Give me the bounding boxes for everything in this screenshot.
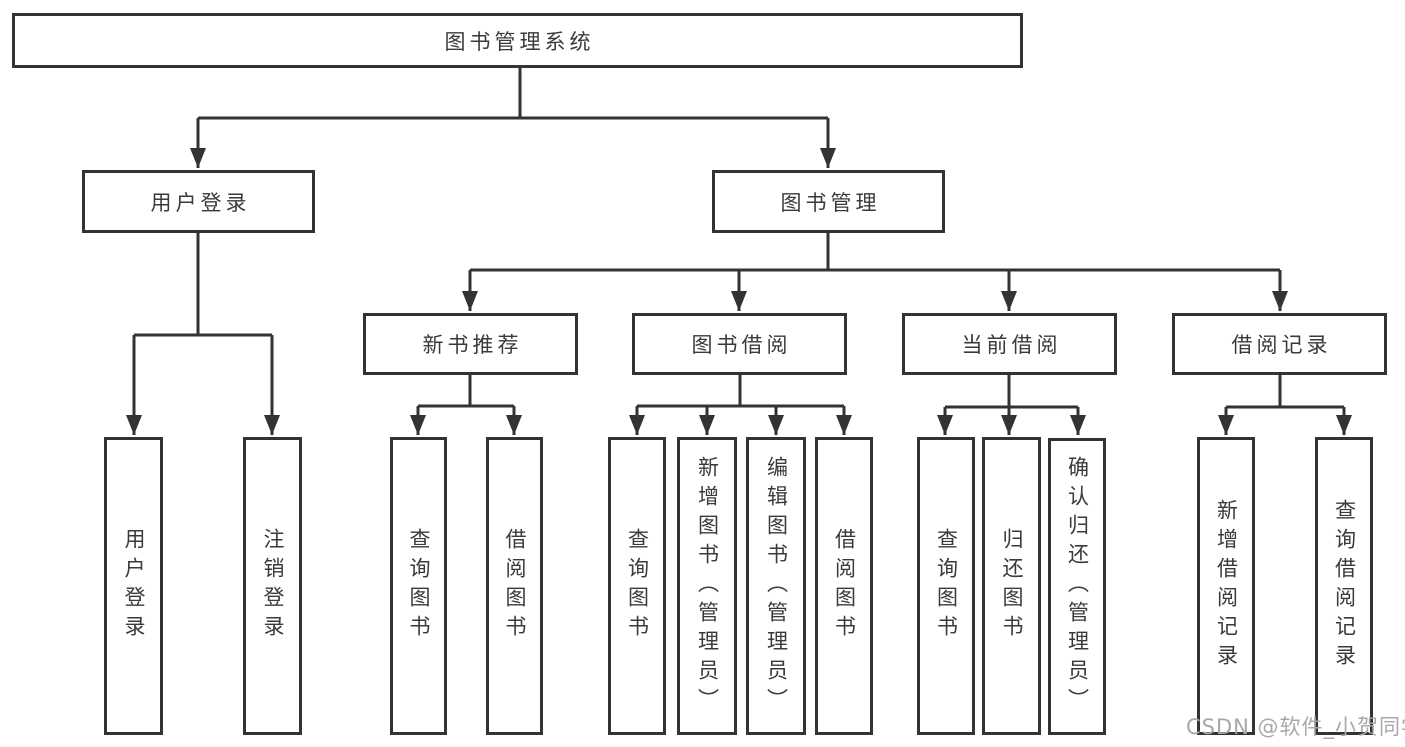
leaf-return-book: 归还图书	[982, 437, 1041, 735]
node-current-borrow: 当前借阅	[902, 313, 1117, 375]
leaf-add-borrow-record: 新增借阅记录	[1197, 437, 1255, 735]
leaf-user-login: 用户登录	[104, 437, 163, 735]
node-book-management: 图书管理	[712, 170, 945, 233]
leaf-logout: 注销登录	[243, 437, 302, 735]
node-new-book-recommend: 新书推荐	[363, 313, 578, 375]
node-book-borrow: 图书借阅	[632, 313, 847, 375]
leaf-query-book-recommend: 查询图书	[390, 437, 447, 735]
node-borrow-records: 借阅记录	[1172, 313, 1387, 375]
leaf-edit-book-admin: 编辑图书（管理员）	[746, 437, 806, 735]
csdn-watermark: CSDN @软件_小贺同学	[1186, 715, 1405, 739]
leaf-borrow-book-recommend: 借阅图书	[486, 437, 543, 735]
node-user-login: 用户登录	[82, 170, 315, 233]
leaf-query-borrow-record: 查询借阅记录	[1315, 437, 1373, 735]
leaf-query-book-borrow: 查询图书	[608, 437, 666, 735]
leaf-add-book-admin: 新增图书（管理员）	[677, 437, 737, 735]
leaf-borrow-book: 借阅图书	[815, 437, 873, 735]
leaf-query-book-current: 查询图书	[917, 437, 975, 735]
node-root: 图书管理系统	[12, 13, 1023, 68]
leaf-confirm-return-admin: 确认归还（管理员）	[1048, 438, 1106, 735]
